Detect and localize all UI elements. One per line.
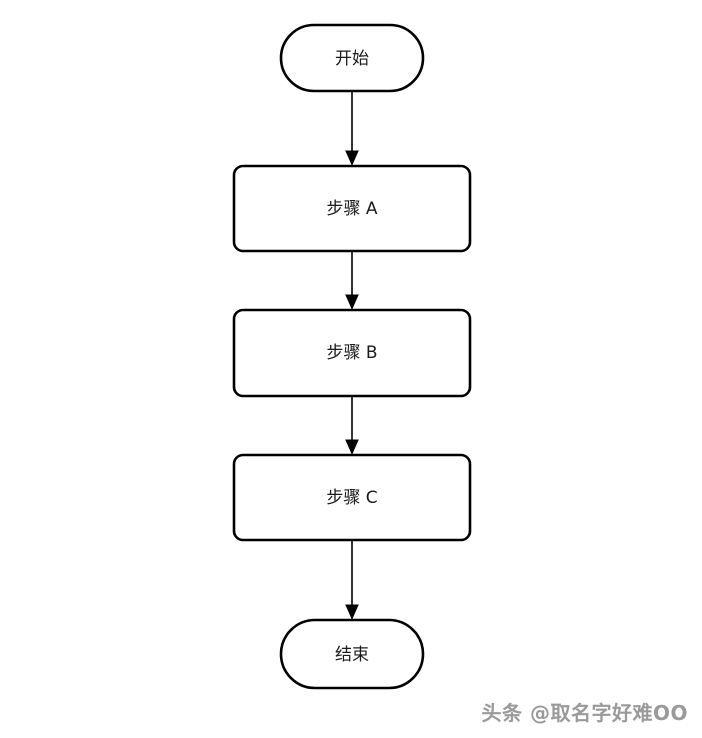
node-step-a: 步骤 A: [232, 164, 472, 253]
node-step-b: 步骤 B: [232, 308, 472, 398]
arrowhead-down-icon: [345, 294, 359, 310]
watermark-text: 头条 @取名字好难OO: [481, 701, 688, 725]
arrowhead-down-icon: [345, 150, 359, 166]
edge-step-c-to-end: [345, 540, 359, 620]
end-terminator-shape: [279, 618, 425, 690]
step-b-label: 步骤 B: [326, 343, 377, 363]
node-start: 开始: [279, 23, 425, 93]
step-a-label: 步骤 A: [326, 199, 377, 219]
edge-step-b-to-step-c: [345, 396, 359, 455]
start-label: 开始: [335, 49, 369, 69]
arrowhead-down-icon: [345, 439, 359, 455]
end-label: 结束: [335, 645, 369, 665]
arrowhead-down-icon: [345, 604, 359, 620]
step-c-label: 步骤 C: [326, 488, 377, 508]
node-end: 结束: [279, 618, 425, 690]
edge-step-a-to-step-b: [345, 251, 359, 310]
edge-start-to-step-a: [345, 91, 359, 166]
node-step-c: 步骤 C: [232, 453, 472, 542]
